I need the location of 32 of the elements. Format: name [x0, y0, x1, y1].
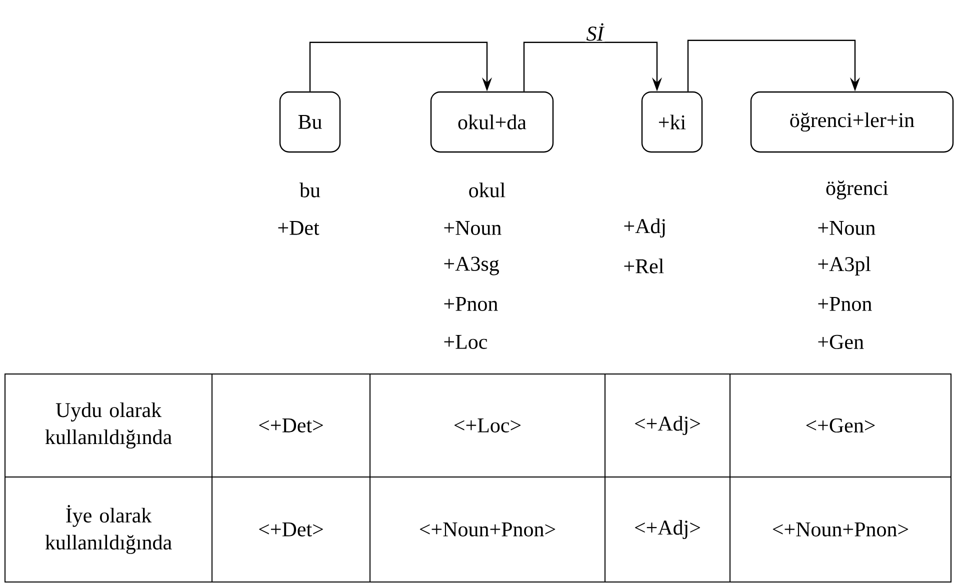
analysis-text: bu — [300, 182, 320, 198]
analysis-text: +Gen — [818, 334, 864, 350]
arrow — [523, 42, 662, 92]
table-cell-text: <+Loc> — [454, 418, 521, 432]
table-cell-text: <+Noun+Pnon> — [420, 522, 556, 536]
word-box: öğrenci+ler+in — [750, 91, 954, 153]
analysis-text: +Noun — [444, 221, 502, 235]
arrow — [687, 40, 860, 92]
table-cell-text: <+Noun+Pnon> — [772, 522, 908, 536]
analysis-text: +Rel — [624, 258, 664, 274]
analysis-text: +A3pl — [818, 256, 871, 276]
word-box: okul+da — [430, 91, 554, 153]
analysis-text: +Pnon — [444, 297, 498, 311]
analysis-text: +A3sg — [444, 256, 499, 276]
analysis-text: +Pnon — [818, 297, 872, 311]
row-header: Uydu olarak kullanıldığında — [45, 402, 172, 449]
word-box: +ki — [641, 91, 703, 153]
analysis-text: okul — [469, 182, 506, 198]
table-cell-text: <+Gen> — [806, 418, 875, 433]
table-cell-text: <+Det> — [259, 522, 323, 536]
row-header: İye olarak kullanıldığında — [45, 505, 172, 554]
table-cell-text: <+Adj> — [635, 520, 700, 540]
edge-label: Sİ — [586, 23, 605, 41]
analysis-text: +Det — [278, 221, 320, 235]
analysis-text: +Loc — [444, 335, 488, 349]
arrow — [309, 42, 492, 92]
table-cell-text: <+Adj> — [635, 416, 700, 436]
analysis-text: öğrenci — [826, 180, 888, 200]
word-box: Bu — [279, 91, 341, 153]
analysis-text: +Noun — [818, 221, 876, 235]
analysis-text: +Adj — [624, 218, 665, 238]
table-cell-text: <+Det> — [259, 418, 323, 432]
